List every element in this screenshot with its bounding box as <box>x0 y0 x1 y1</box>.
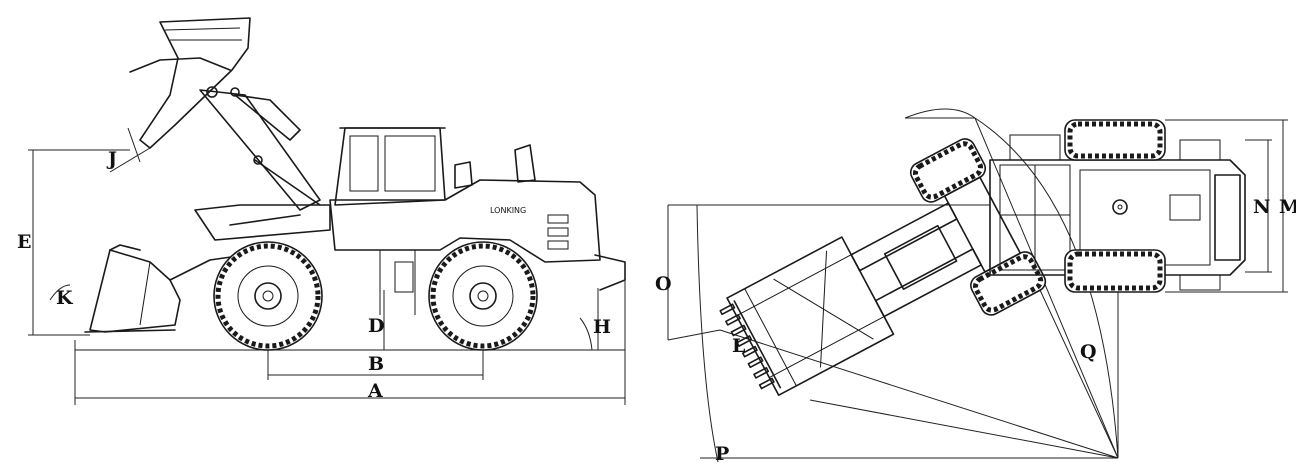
label-p: P <box>715 443 729 465</box>
top-rear-tire-lower <box>1064 249 1166 293</box>
label-j: J <box>106 148 117 170</box>
front-wheel <box>213 241 323 351</box>
cab <box>334 127 446 206</box>
outer-turn-arc <box>696 204 719 463</box>
lowered-bucket <box>84 244 181 333</box>
label-k: K <box>56 287 74 309</box>
brand-text: LONKING <box>490 206 526 215</box>
label-e: E <box>17 231 31 253</box>
top-dimensions <box>667 119 1288 341</box>
label-h: H <box>593 316 611 338</box>
top-view: O L Q P N M <box>655 108 1296 465</box>
label-q: Q <box>1080 341 1097 363</box>
rear-wheel <box>428 241 538 351</box>
label-l: L <box>732 335 745 357</box>
machine-body: LONKING <box>329 144 626 315</box>
label-a: A <box>367 380 383 402</box>
label-b: B <box>368 353 384 375</box>
label-d: D <box>368 315 384 337</box>
label-n: N <box>1253 196 1270 218</box>
radius-lines <box>668 117 1119 459</box>
label-o: O <box>655 273 672 295</box>
label-m: M <box>1279 196 1296 218</box>
top-rear-frame <box>989 134 1246 291</box>
top-bucket-assembly <box>719 138 1047 397</box>
side-view: LONKING <box>17 17 626 405</box>
boom-arm <box>194 89 331 241</box>
top-arc <box>904 108 976 119</box>
top-rear-tire-upper <box>1064 119 1166 161</box>
side-dimensions <box>28 127 626 405</box>
